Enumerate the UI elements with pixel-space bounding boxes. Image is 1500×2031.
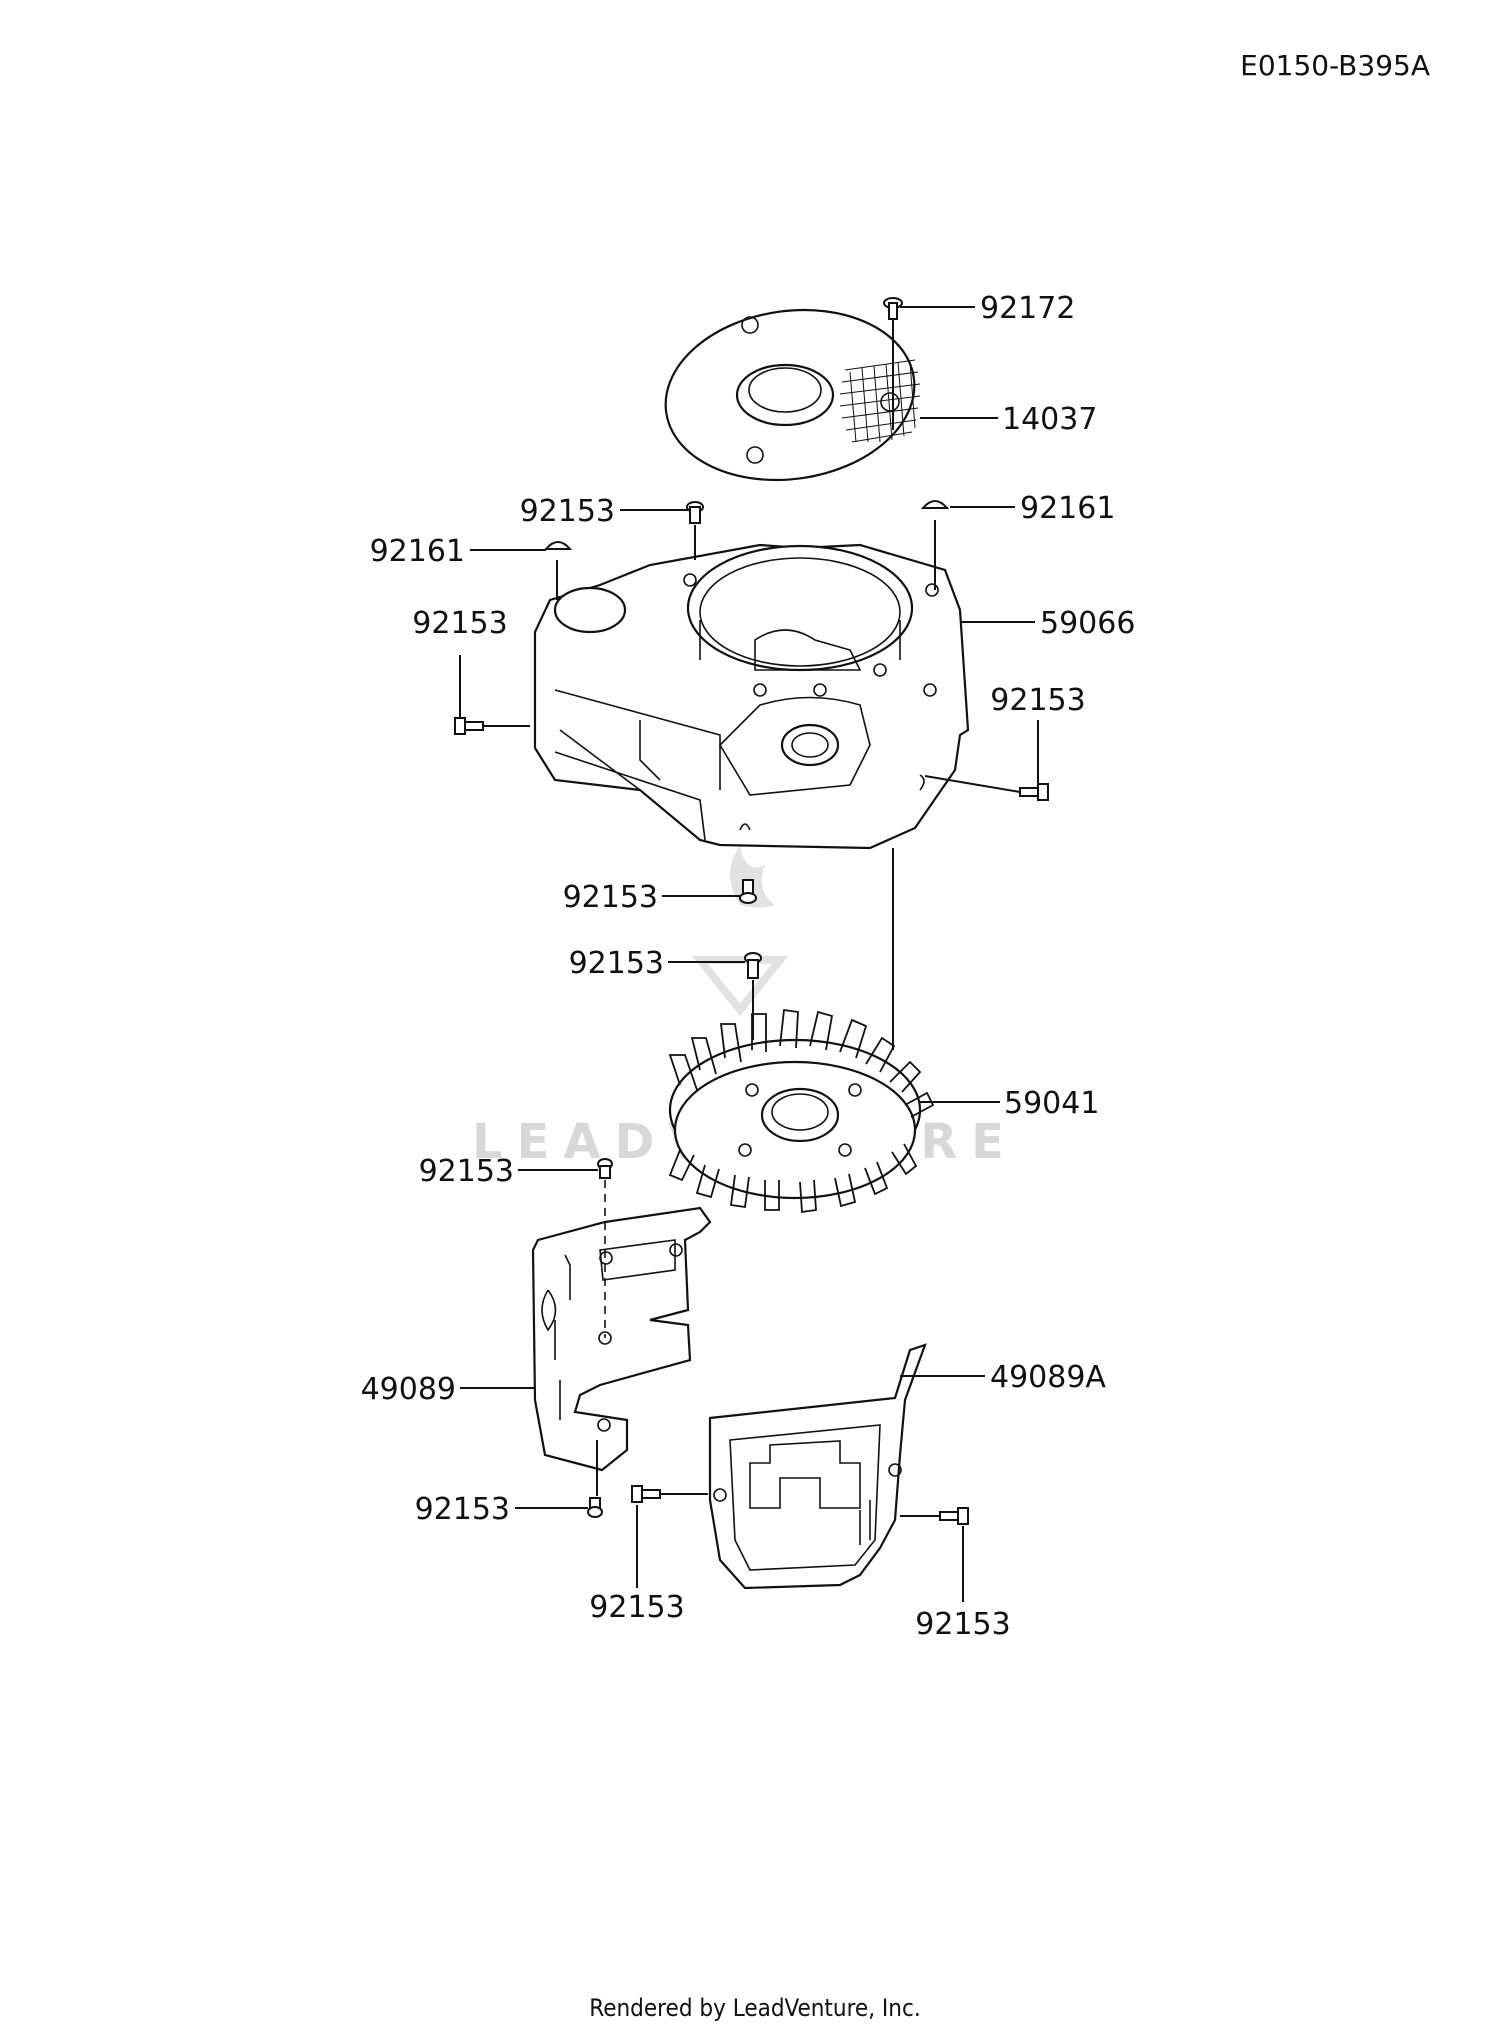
- callout-92161-left: 92161: [370, 534, 465, 569]
- leader-lines: [459, 306, 1039, 1602]
- callout-49089: 49089: [361, 1372, 456, 1407]
- callout-59041: 59041: [1004, 1086, 1099, 1121]
- callout-92153-right: 92153: [990, 683, 1085, 718]
- callout-92153-shroud-top: 92153: [419, 1154, 514, 1189]
- callout-49089A: 49089A: [990, 1360, 1106, 1395]
- callout-59066: 59066: [1040, 606, 1135, 641]
- fan-housing-59066: [533, 543, 970, 850]
- callout-92153-left: 92153: [412, 606, 507, 641]
- callout-92153-top: 92153: [520, 494, 615, 529]
- callout-92153-shroud-bottom: 92153: [415, 1492, 510, 1527]
- callout-14037: 14037: [1002, 402, 1097, 437]
- callout-92161-right: 92161: [1020, 491, 1115, 526]
- callout-92153-fan: 92153: [569, 946, 664, 981]
- callout-92172: 92172: [980, 291, 1075, 326]
- callout-92153-housing-bottom: 92153: [563, 880, 658, 915]
- callouts: 92172 14037 92153 92161 92161 92153 5906…: [361, 291, 1136, 1642]
- shroud-49089A: [708, 1343, 927, 1590]
- screen-plate-14037: [664, 308, 921, 482]
- footer-credit: Rendered by LeadVenture, Inc.: [589, 1994, 920, 2022]
- callout-92153-lower-right: 92153: [915, 1607, 1010, 1642]
- diagram-code: E0150-B395A: [1240, 49, 1430, 82]
- fasteners: [454, 297, 1049, 1525]
- cooling-fan-59041: [668, 1008, 935, 1214]
- shroud-49089: [531, 1206, 712, 1472]
- callout-92153-lower-left: 92153: [589, 1590, 684, 1625]
